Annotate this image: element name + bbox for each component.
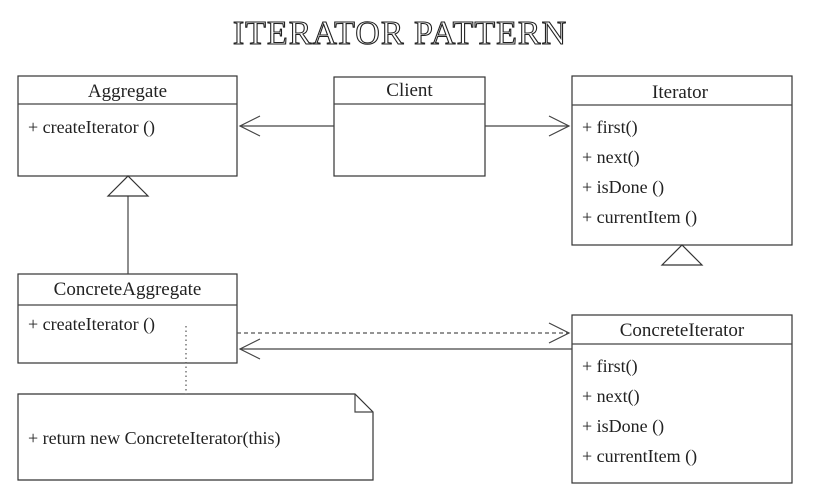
operation: + next() (582, 386, 640, 407)
operation: + next() (582, 147, 640, 168)
operation: + first() (582, 117, 638, 138)
class-name: Iterator (652, 82, 709, 103)
association-client-aggregate (238, 115, 334, 137)
class-aggregate: Aggregate + createIterator () (17, 75, 238, 177)
generalization-concrete-iterator (660, 244, 704, 266)
association-iterator-aggregate (238, 338, 572, 360)
note-text: + return new ConcreteIterator(this) (28, 428, 281, 449)
class-client: Client (333, 76, 486, 177)
operation: + isDone () (582, 177, 664, 198)
operation: + createIterator () (28, 117, 155, 138)
operation: + createIterator () (28, 314, 155, 335)
class-concrete-iterator: ConcreteIterator + first() + next() + is… (571, 314, 793, 484)
class-name: ConcreteAggregate (54, 279, 202, 300)
operation: + isDone () (582, 416, 664, 437)
class-name: Aggregate (88, 81, 167, 102)
class-name: Client (386, 80, 433, 101)
association-client-iterator (485, 115, 571, 137)
dependency-create-iterator (237, 322, 571, 344)
class-iterator: Iterator + first() + next() + isDone () … (571, 75, 793, 246)
class-name: ConcreteIterator (620, 320, 745, 341)
note: + return new ConcreteIterator(this) (17, 393, 374, 481)
operation: + currentItem () (582, 207, 697, 228)
operation: + first() (582, 356, 638, 377)
operation: + currentItem () (582, 446, 697, 467)
class-concrete-aggregate: ConcreteAggregate + createIterator () (17, 273, 238, 364)
diagram-title: ITERATOR PATTERN (233, 15, 567, 52)
generalization-concrete-aggregate (106, 175, 150, 274)
